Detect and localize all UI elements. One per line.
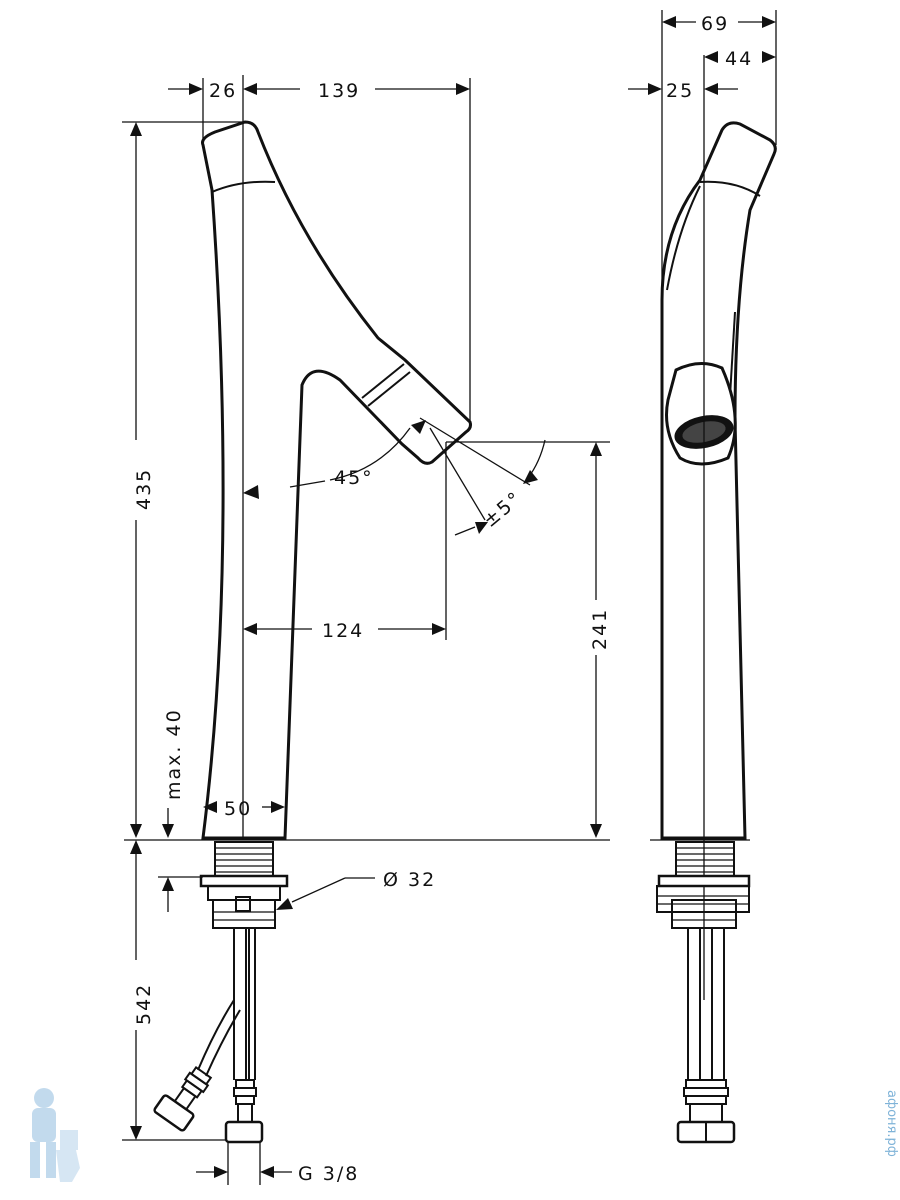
watermark-text: афоня.рф — [884, 1090, 899, 1157]
dim-g38: G 3/8 — [298, 1163, 359, 1185]
front-spout-ring — [361, 363, 405, 399]
side-fittings — [676, 1079, 736, 1144]
arrow-max40-up — [162, 877, 174, 891]
dim-50: 50 — [224, 798, 252, 820]
dim-max-40: max. 40 — [163, 708, 185, 800]
side-faucet-body — [660, 121, 777, 840]
arrow-45-right — [411, 420, 426, 434]
front-spout-ring-2 — [367, 371, 411, 407]
side-washer — [657, 874, 751, 888]
arc-45 — [329, 427, 411, 481]
arrow-50-left — [203, 801, 217, 813]
front-lower-nut — [212, 899, 276, 929]
side-back-curve — [666, 185, 701, 291]
arrow-5-lower — [475, 522, 488, 534]
arrow-g38-left — [214, 1166, 228, 1178]
front-washer — [199, 874, 289, 888]
dim-542: 542 — [133, 983, 155, 1025]
arrow-44-right — [762, 51, 776, 63]
arrow-d32 — [276, 898, 293, 910]
arrow-g38-right — [260, 1166, 274, 1178]
side-handle — [665, 362, 737, 466]
arrow-542-bottom — [130, 1126, 142, 1140]
arrow-124-left — [243, 623, 257, 635]
arrow-124-right — [432, 623, 446, 635]
arrow-25-right — [704, 83, 718, 95]
dim-124: 124 — [322, 620, 364, 642]
dim-5: ±5° — [479, 487, 526, 532]
front-shank — [214, 841, 274, 877]
side-shank — [675, 841, 735, 877]
front-fitting-straight — [224, 1079, 264, 1144]
front-hose-bent — [197, 999, 235, 1071]
arrow-69-left — [662, 16, 676, 28]
dim-26: 26 — [209, 80, 237, 102]
arrow-139-right — [456, 83, 470, 95]
dim-241: 241 — [589, 608, 611, 650]
spout-axis-line — [419, 417, 531, 486]
dim-25: 25 — [666, 80, 694, 102]
front-shank-threads — [215, 847, 273, 873]
arrow-26-right — [243, 83, 257, 95]
arrow-542-top — [130, 840, 142, 854]
plumber-mascot-icon — [30, 1088, 80, 1182]
dim-69: 69 — [701, 13, 729, 35]
watermark: афоня.рф — [30, 1088, 899, 1182]
front-fitting-bent — [153, 1065, 213, 1132]
arrow-241-bottom — [590, 824, 602, 838]
arrow-44-left — [704, 51, 718, 63]
side-shank-threads — [676, 847, 734, 873]
front-spout-band — [211, 180, 276, 193]
dim-44: 44 — [725, 48, 753, 70]
arrow-5-upper — [523, 470, 538, 484]
front-faucet-body — [201, 120, 472, 840]
dim-d32: Ø 32 — [383, 869, 436, 891]
side-spout-band — [699, 180, 761, 197]
front-view: 26 139 435 542 max. 40 50 — [122, 75, 611, 1185]
arrow-50-right — [271, 801, 285, 813]
dim-435: 435 — [133, 468, 155, 510]
arrow-45-left — [243, 485, 259, 499]
arrow-25-left — [648, 83, 662, 95]
dim-139: 139 — [318, 80, 360, 102]
side-view: 69 44 25 — [628, 10, 777, 1144]
dim-45: 45° — [334, 467, 374, 489]
arrow-69-right — [762, 16, 776, 28]
arrow-26-left — [189, 83, 203, 95]
arrow-435-bottom — [130, 824, 142, 838]
arrow-241-top — [590, 442, 602, 456]
arrow-max40-down — [162, 824, 174, 838]
arrow-435-top — [130, 122, 142, 136]
